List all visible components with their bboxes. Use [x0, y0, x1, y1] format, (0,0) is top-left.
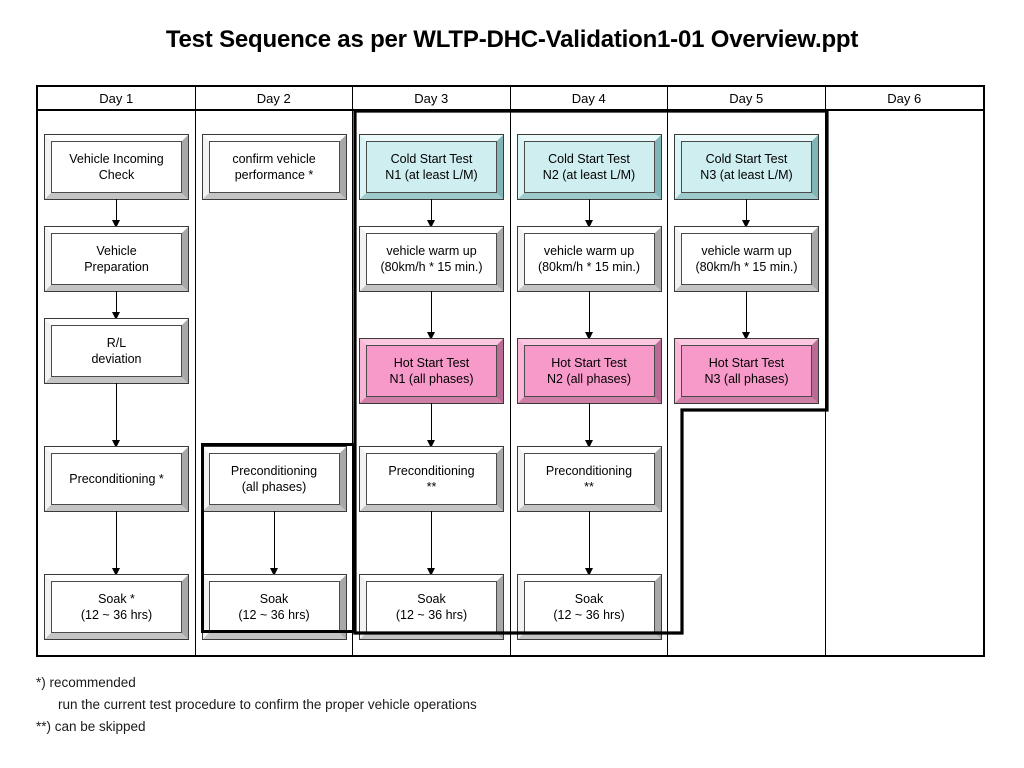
arrow-down: [742, 291, 750, 340]
column-day1: Vehicle Incoming Check Vehicle Preparati…: [38, 111, 196, 655]
arrow-down: [427, 403, 435, 448]
node-line-2: (12 ~ 36 hrs): [395, 608, 468, 622]
node-line-1: vehicle warm up: [543, 243, 635, 258]
schedule-table: Day 1 Day 2 Day 3 Day 4 Day 5 Day 6 Vehi…: [36, 85, 985, 657]
node-preconditioning-all-phases[interactable]: Preconditioning (all phases): [201, 446, 347, 512]
node-cold-start-test-n1[interactable]: Cold Start Test N1 (at least L/M): [359, 134, 504, 200]
node-line-1: Cold Start Test: [548, 151, 630, 166]
arrow-down: [112, 291, 120, 320]
arrow-down: [427, 199, 435, 228]
node-line-2: (all phases): [241, 480, 307, 494]
node-confirm-vehicle-performance[interactable]: confirm vehicle performance *: [201, 134, 347, 200]
node-line-2: Preparation: [84, 260, 149, 274]
footnote-recommended-detail: run the current test procedure to confir…: [58, 696, 477, 712]
node-vehicle-incoming-check[interactable]: Vehicle Incoming Check: [44, 134, 189, 200]
node-line-2: N2 (all phases): [546, 372, 632, 386]
node-cold-start-test-n3[interactable]: Cold Start Test N3 (at least L/M): [674, 134, 819, 200]
node-line-2: **: [426, 480, 437, 494]
column-day5: Cold Start Test N3 (at least L/M) vehicl…: [668, 111, 826, 655]
footnotes: *) recommended run the current test proc…: [36, 672, 477, 738]
table-header-row: Day 1 Day 2 Day 3 Day 4 Day 5 Day 6: [38, 87, 983, 111]
node-soak-day4[interactable]: Soak (12 ~ 36 hrs): [516, 574, 662, 640]
node-line-1: vehicle warm up: [701, 243, 792, 258]
node-line-1: Soak: [417, 591, 446, 606]
column-day3: Cold Start Test N1 (at least L/M) vehicl…: [353, 111, 511, 655]
column-header-day6: Day 6: [887, 90, 922, 106]
arrow-down: [112, 199, 120, 228]
node-line-1: confirm vehicle: [232, 151, 316, 166]
arrow-down: [584, 511, 593, 576]
footnote-skipped: **) can be skipped: [36, 718, 146, 734]
node-hot-start-test-n2[interactable]: Hot Start Test N2 (all phases): [516, 338, 662, 404]
footnote-recommended: *) recommended: [36, 675, 136, 690]
node-soak-day2[interactable]: Soak (12 ~ 36 hrs): [201, 574, 347, 640]
node-line-2: (80km/h * 15 min.): [537, 260, 641, 274]
node-line-2: **: [584, 480, 594, 494]
arrow-down: [584, 291, 593, 340]
node-line-2: deviation: [91, 352, 142, 366]
node-line-1: Hot Start Test: [393, 355, 470, 370]
node-vehicle-warm-up-day3[interactable]: vehicle warm up (80km/h * 15 min.): [359, 226, 504, 292]
table-body: Vehicle Incoming Check Vehicle Preparati…: [38, 111, 983, 655]
arrow-down: [269, 511, 278, 576]
node-line-2: Check: [98, 168, 135, 182]
node-line-1: Vehicle Incoming: [69, 151, 164, 166]
arrow-down: [427, 291, 435, 340]
node-line-2: N2 (at least L/M): [542, 168, 636, 182]
node-soak-recommended[interactable]: Soak * (12 ~ 36 hrs): [44, 574, 189, 640]
column-header-day3: Day 3: [353, 87, 511, 109]
node-vehicle-warm-up-day5[interactable]: vehicle warm up (80km/h * 15 min.): [674, 226, 819, 292]
node-line-1: Soak *: [98, 591, 135, 606]
node-line-1: Preconditioning: [388, 463, 475, 478]
node-line-2: (12 ~ 36 hrs): [553, 608, 625, 622]
node-preconditioning-recommended[interactable]: Preconditioning *: [44, 446, 189, 512]
node-line-1: Soak: [259, 591, 289, 606]
node-rl-deviation[interactable]: R/L deviation: [44, 318, 189, 384]
node-vehicle-warm-up-day4[interactable]: vehicle warm up (80km/h * 15 min.): [516, 226, 662, 292]
node-line-2: performance *: [234, 168, 314, 182]
node-line-1: Preconditioning *: [69, 471, 164, 486]
node-line-2: (12 ~ 36 hrs): [80, 608, 153, 622]
node-line-2: N1 (all phases): [389, 372, 474, 386]
node-line-2: N3 (at least L/M): [700, 168, 793, 182]
arrow-down: [112, 511, 120, 576]
node-line-1: Hot Start Test: [551, 355, 627, 370]
column-header-day2: Day 2: [196, 87, 353, 109]
node-line-1: Preconditioning: [545, 463, 633, 478]
arrow-down: [427, 511, 435, 576]
node-line-2: (12 ~ 36 hrs): [238, 608, 310, 622]
arrow-down: [112, 383, 120, 448]
node-hot-start-test-n1[interactable]: Hot Start Test N1 (all phases): [359, 338, 504, 404]
node-line-1: R/L: [106, 335, 127, 350]
column-day2: confirm vehicle performance * Preconditi…: [196, 111, 353, 655]
column-header-day5: Day 5: [668, 87, 826, 109]
node-line-2: N1 (at least L/M): [385, 168, 478, 182]
node-line-1: Cold Start Test: [705, 151, 788, 166]
arrow-down: [742, 199, 750, 228]
node-line-1: vehicle warm up: [386, 243, 477, 258]
node-line-1: Preconditioning: [230, 463, 318, 478]
node-line-1: Soak: [574, 591, 604, 606]
node-line-2: (80km/h * 15 min.): [695, 260, 798, 274]
column-header-day1: Day 1: [38, 87, 196, 109]
column-day4: Cold Start Test N2 (at least L/M) vehicl…: [511, 111, 668, 655]
node-cold-start-test-n2[interactable]: Cold Start Test N2 (at least L/M): [516, 134, 662, 200]
node-line-1: Vehicle: [96, 243, 137, 258]
column-day6: [826, 111, 984, 655]
column-header-day4: Day 4: [511, 87, 668, 109]
arrow-down: [584, 199, 593, 228]
node-preconditioning-skippable-day3[interactable]: Preconditioning **: [359, 446, 504, 512]
node-line-2: N3 (all phases): [704, 372, 789, 386]
node-soak-day3[interactable]: Soak (12 ~ 36 hrs): [359, 574, 504, 640]
arrow-down: [584, 403, 593, 448]
node-hot-start-test-n3[interactable]: Hot Start Test N3 (all phases): [674, 338, 819, 404]
node-vehicle-preparation[interactable]: Vehicle Preparation: [44, 226, 189, 292]
node-line-2: (80km/h * 15 min.): [380, 260, 483, 274]
node-line-1: Cold Start Test: [390, 151, 473, 166]
page-title: Test Sequence as per WLTP-DHC-Validation…: [165, 26, 859, 53]
node-preconditioning-skippable-day4[interactable]: Preconditioning **: [516, 446, 662, 512]
node-line-1: Hot Start Test: [708, 355, 785, 370]
